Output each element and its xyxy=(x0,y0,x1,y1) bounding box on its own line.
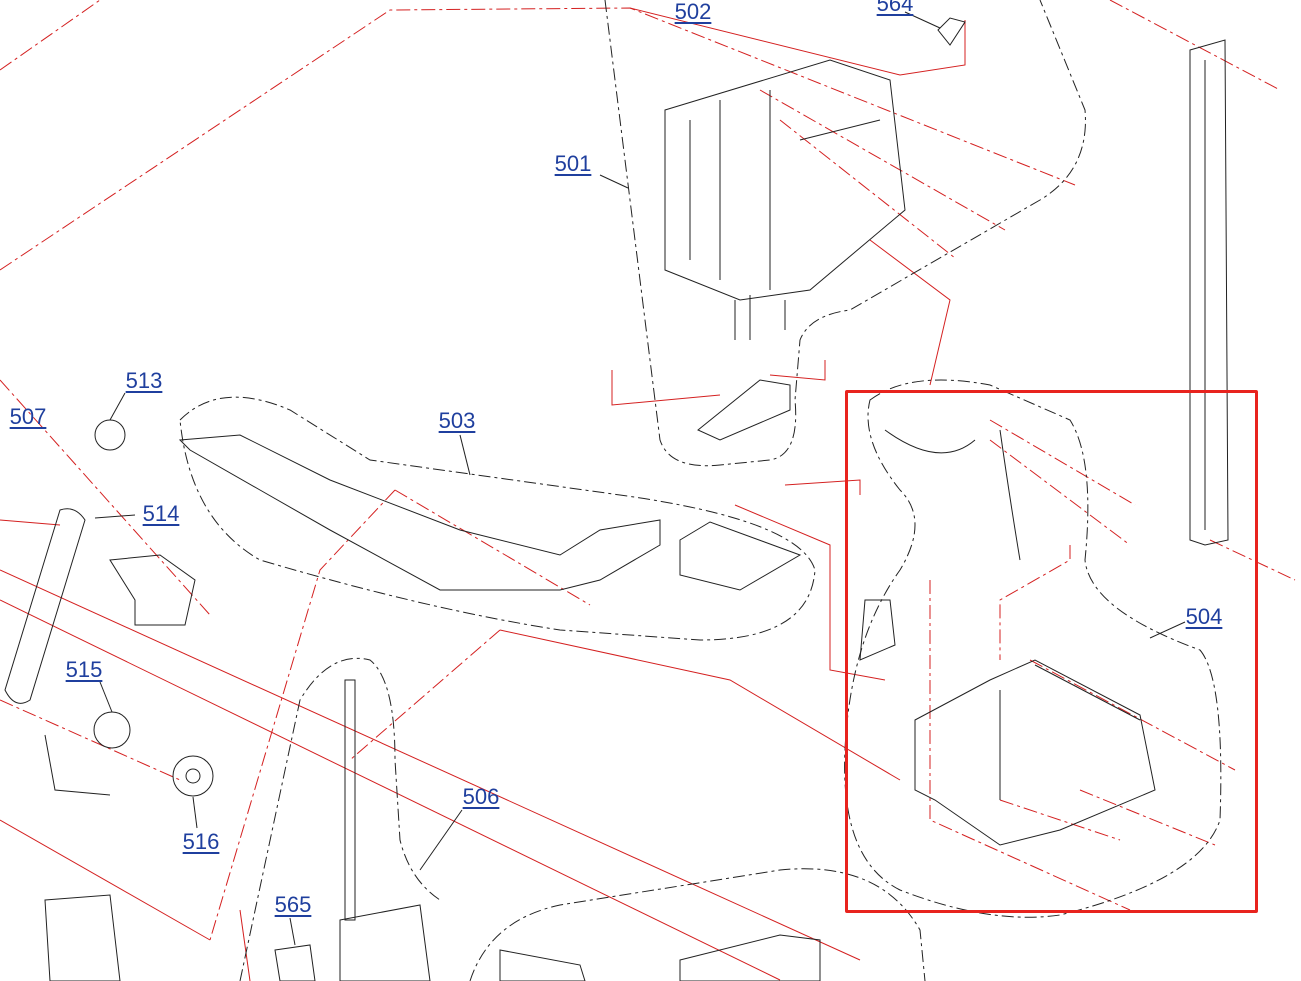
part-label-565[interactable]: 565 xyxy=(274,892,312,917)
part-label-514[interactable]: 514 xyxy=(142,501,180,526)
part-label-505[interactable]: 505 xyxy=(972,979,1009,981)
part-label-504[interactable]: 504 xyxy=(1185,604,1223,629)
part-label-501[interactable]: 501 xyxy=(554,151,592,176)
part-label-564[interactable]: 564 xyxy=(876,0,914,16)
part-label-502[interactable]: 502 xyxy=(674,0,712,24)
part-label-515[interactable]: 515 xyxy=(65,657,103,682)
part-label-506[interactable]: 506 xyxy=(462,784,500,809)
part-label-513[interactable]: 513 xyxy=(125,368,163,393)
callout-leaders xyxy=(94,11,1186,946)
part-label-503[interactable]: 503 xyxy=(438,408,476,433)
part-label-516[interactable]: 516 xyxy=(182,829,220,854)
assembly-outlines xyxy=(179,0,1222,981)
part-label-507[interactable]: 507 xyxy=(9,404,47,429)
highlight-box-504 xyxy=(845,390,1258,913)
